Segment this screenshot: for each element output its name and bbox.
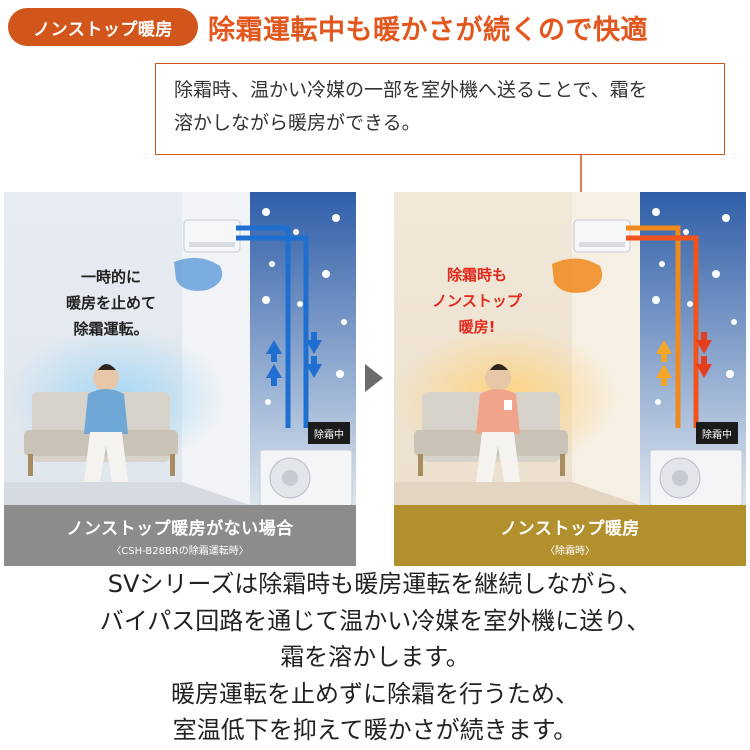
scene-illustration-cold <box>4 192 356 566</box>
panel-text-line: ノンストップ <box>432 292 522 310</box>
panel-text-line: 暖房を止めて <box>65 294 156 312</box>
panel-caption: ノンストップ暖房がない場合 〈CSH-B28BRの除霜運転時〉 <box>4 505 356 566</box>
panel-text-line: 除霜時も <box>446 266 507 284</box>
chevron-right-icon <box>365 364 383 392</box>
caption-subtitle: 〈除霜時〉 <box>545 546 595 557</box>
callout-line: 除霜時、温かい冷媒の一部を室外機へ送ることで、霜を <box>174 79 648 101</box>
defrost-tag: 除霜中 <box>696 422 738 444</box>
scene-with-nonstop: 除霜時も ノンストップ 暖房! 除霜中 ノンストップ暖房 〈除霜時〉 <box>394 192 746 566</box>
panel-text-line: 暖房! <box>458 318 496 336</box>
callout-box: 除霜時、温かい冷媒の一部を室外機へ送ることで、霜を 溶かしながら暖房ができる。 <box>155 63 725 155</box>
panel-text-line: 一時的に <box>80 268 141 286</box>
defrost-tag: 除霜中 <box>308 422 350 444</box>
description-line: SVシリーズは除霜時も暖房運転を継続しながら、 <box>107 570 643 598</box>
header-title: 除霜運転中も暖かさが続くので快適 <box>208 14 648 46</box>
scene-without-nonstop: 一時的に 暖房を止めて 除霜運転。 除霜中 ノンストップ暖房がない場合 〈CSH… <box>4 192 356 566</box>
caption-subtitle: 〈CSH-B28BRの除霜運転時〉 <box>111 546 249 557</box>
callout-line: 溶かしながら暖房ができる。 <box>174 112 421 134</box>
header-badge: ノンストップ暖房 <box>8 8 198 46</box>
scene-illustration-warm <box>394 192 746 566</box>
caption-title: ノンストップ暖房 <box>500 519 640 539</box>
description-line: 暖房運転を止めずに除霜を行うため、 <box>171 679 579 708</box>
caption-title: ノンストップ暖房がない場合 <box>66 519 294 539</box>
panel-text-line: 除霜運転。 <box>73 320 149 338</box>
description-text: SVシリーズは除霜時も暖房運転を継続しながら、 バイパス回路を通じて温かい冷媒を… <box>0 566 750 749</box>
panel-right-text: 除霜時も ノンストップ 暖房! <box>412 262 542 340</box>
panel-left-text: 一時的に 暖房を止めて 除霜運転。 <box>46 264 176 342</box>
description-line: 室温低下を抑えて暖かさが続きます。 <box>172 716 578 744</box>
panel-caption: ノンストップ暖房 〈除霜時〉 <box>394 505 746 566</box>
description-line: 霜を溶かします。 <box>280 643 470 671</box>
description-line: バイパス回路を通じて温かい冷媒を室外機に送り、 <box>99 606 651 635</box>
